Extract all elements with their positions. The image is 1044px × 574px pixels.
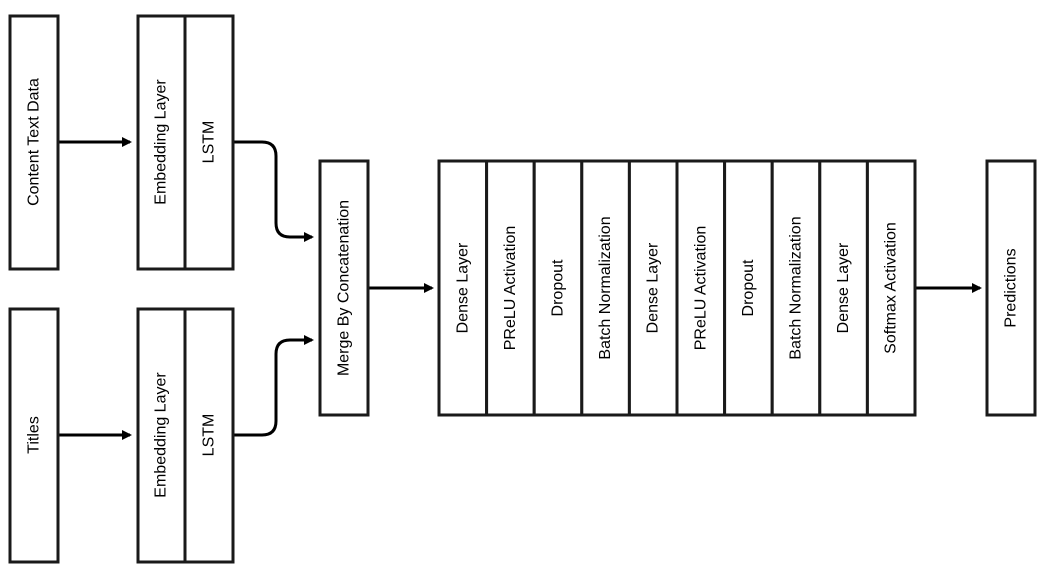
node-layer-stack: Dense Layer PReLU Activation Dropout Batch …: [437, 159, 917, 417]
stack-cell-label: Dense Layer: [454, 242, 471, 333]
stack-cell-label: Dropout: [740, 259, 757, 316]
node-predictions-label: Predictions: [1003, 248, 1020, 327]
stack-cell-prelu-activation-1: PReLU Activation: [485, 159, 536, 417]
stack-cell-prelu-activation-2: PReLU Activation: [675, 159, 727, 417]
stack-cell-label: Batch Normalization: [597, 216, 614, 359]
stack-cell-label: PReLU Activation: [692, 226, 709, 351]
node-merge-label: Merge By Concatenation: [336, 200, 353, 376]
stack-cell-label: Dense Layer: [835, 242, 852, 333]
node-top-embedding-label: Embedding Layer: [153, 79, 170, 205]
stack-cell-label: Softmax Activation: [883, 222, 900, 354]
edge-top-lstm-to-merge: [233, 140, 314, 242]
stack-cell-label: PReLU Activation: [502, 226, 519, 351]
node-merge-by-concatenation: Merge By Concatenation: [318, 159, 370, 417]
stack-cell-dense-layer-2: Dense Layer: [627, 159, 679, 417]
stack-cell-batch-normalization-1: Batch Normalization: [580, 159, 631, 417]
node-bottom-embedding-lstm: Embedding Layer LSTM: [136, 307, 235, 564]
edge-bottom-lstm-to-merge: [233, 335, 314, 437]
stack-cell-softmax-activation: Softmax Activation: [865, 159, 917, 417]
stack-cell-label: Dense Layer: [645, 242, 662, 333]
stack-cell-dropout-2: Dropout: [723, 159, 774, 417]
node-bottom-lstm-label: LSTM: [201, 414, 218, 457]
stack-cell-label: Batch Normalization: [788, 216, 805, 359]
node-predictions: Predictions: [985, 159, 1037, 417]
stack-cell-label: Dropout: [550, 259, 567, 316]
node-bottom-embedding-label: Embedding Layer: [153, 372, 170, 498]
node-content-text-data-label: Content Text Data: [26, 78, 43, 206]
node-titles-label: Titles: [26, 416, 43, 454]
stack-cell-batch-normalization-2: Batch Normalization: [770, 159, 822, 417]
node-content-text-data: Content Text Data: [8, 14, 60, 271]
node-top-lstm-label: LSTM: [201, 121, 218, 164]
stack-cell-dense-layer-1: Dense Layer: [437, 159, 489, 417]
stack-cell-dropout-1: Dropout: [532, 159, 584, 417]
node-titles: Titles: [8, 307, 60, 564]
stack-cell-dense-layer-3: Dense Layer: [818, 159, 869, 417]
node-top-embedding-lstm: Embedding Layer LSTM: [136, 14, 235, 271]
